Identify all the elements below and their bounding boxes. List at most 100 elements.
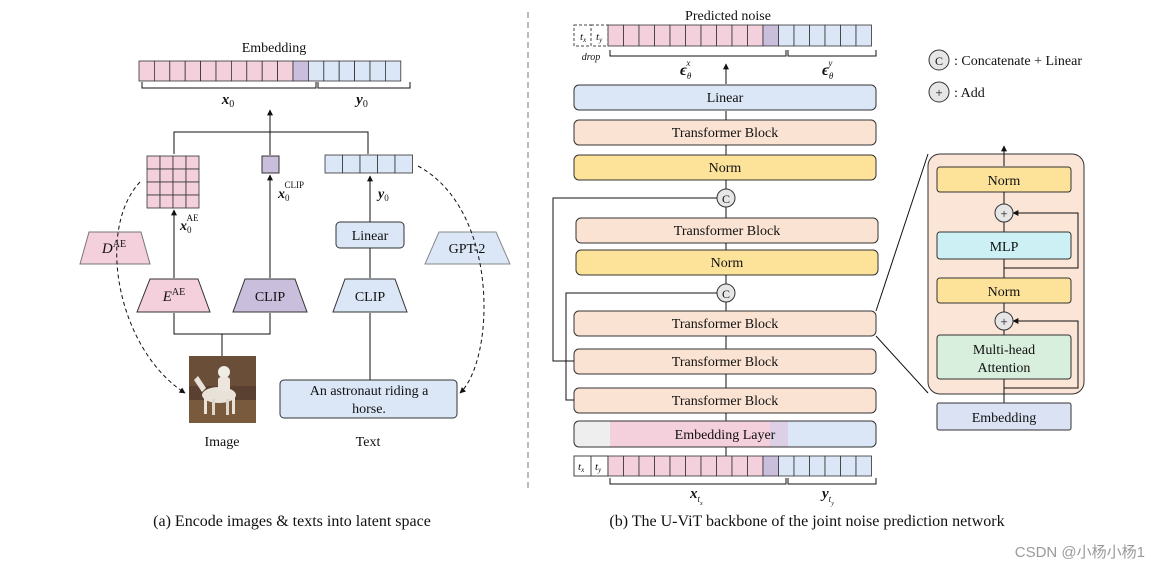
detail-add-node-1-label: + — [1000, 206, 1007, 221]
detail-mha-line-2: Attention — [978, 361, 1031, 376]
ae-grid-cell — [159, 181, 174, 196]
noise-token — [840, 24, 857, 47]
astronaut-horse-image — [189, 356, 256, 423]
embedding-token — [200, 60, 217, 82]
noise-token — [809, 24, 826, 47]
embedding-token — [138, 60, 155, 82]
legend-concat-icon — [928, 49, 950, 71]
noise-token — [669, 24, 686, 47]
embedding-layer-block — [573, 420, 877, 448]
image-to-encoders — [173, 313, 271, 335]
concat-node-2-label: C — [722, 287, 730, 301]
detail-mha-line-1: Multi-head — [973, 343, 1035, 358]
embedding-token — [277, 60, 294, 82]
norm-block-top-label: Norm — [709, 161, 742, 176]
input-token — [700, 455, 717, 477]
noise-token — [778, 24, 795, 47]
concat-node-1-label: C — [722, 192, 730, 206]
input-token — [638, 455, 655, 477]
embedding-token — [246, 60, 263, 82]
text-prompt-line-2: horse. — [352, 402, 386, 417]
linear-block — [573, 84, 877, 111]
detail-residual-1 — [1004, 210, 1079, 269]
noise-token — [747, 24, 764, 47]
clip-image-trapezoid — [232, 278, 308, 313]
transformer-block-low-label: Transformer Block — [672, 355, 778, 370]
linear-box — [335, 221, 405, 249]
panel-a: Embedding x0 y0 x0AE x0CLIP y0 Linear EA… — [79, 41, 511, 530]
embedding-token — [354, 60, 371, 82]
detail-residual-2 — [1004, 318, 1079, 389]
ae-grid-cell — [185, 181, 200, 196]
ae-grid-cell — [159, 155, 174, 170]
input-token — [762, 455, 779, 477]
embedding-token — [307, 60, 325, 82]
input-token — [840, 455, 857, 477]
panel-b: Predicted noise tx ty drop ϵθx ϵθy Linea… — [552, 9, 1085, 530]
transformer-detail-panel — [927, 153, 1085, 395]
watermark: CSDN @小杨小杨1 — [1015, 544, 1145, 561]
noise-token — [731, 24, 748, 47]
legend-add-icon — [928, 81, 950, 103]
transformer-block-mid — [575, 217, 879, 244]
tx-label-bottom: tx — [578, 461, 585, 474]
eps-x-label: ϵθx — [680, 58, 692, 81]
embedding-token — [323, 60, 340, 82]
x0-brace — [141, 82, 317, 89]
xt-label: xtx — [689, 486, 703, 507]
detail-norm-top-label: Norm — [988, 174, 1021, 189]
eps-y-brace — [787, 50, 877, 57]
embedding-token-row — [138, 60, 402, 82]
ae-grid-cell — [146, 194, 161, 209]
ae-grid-cell — [185, 168, 200, 183]
input-token — [669, 455, 686, 477]
ae-grid-cell — [172, 155, 187, 170]
noise-token — [716, 24, 733, 47]
input-token-row — [607, 455, 872, 477]
yt-brace — [787, 478, 877, 485]
tx-label-top: tx — [580, 31, 587, 44]
caption-a: (a) Encode images & texts into latent sp… — [153, 513, 431, 530]
noise-token — [855, 24, 872, 47]
ae-grid-cell — [146, 168, 161, 183]
embedding-token — [338, 60, 356, 82]
text-caption: Text — [356, 435, 381, 450]
ae-grid-cell — [159, 194, 174, 209]
decoder-ae-label: DAE — [101, 239, 126, 257]
ae-grid-cell — [146, 155, 161, 170]
input-token — [778, 455, 795, 477]
ae-grid-cell — [172, 194, 187, 209]
y0-token — [377, 154, 396, 174]
yt-label: yty — [820, 486, 834, 507]
ae-grid-cell — [172, 168, 187, 183]
transformer-block-skip — [573, 310, 877, 337]
detail-norm-bottom-label: Norm — [988, 285, 1021, 300]
xt-brace — [609, 478, 787, 485]
zoom-line-bottom — [875, 335, 929, 394]
y0-token — [324, 154, 343, 174]
x0-ae-label: x0AE — [179, 213, 199, 235]
ae-grid-cell — [146, 181, 161, 196]
short-skip-connection — [565, 292, 717, 401]
detail-add-node-2-label: + — [1000, 314, 1007, 329]
legend-concat-text: : Concatenate + Linear — [954, 54, 1082, 69]
noise-token — [685, 24, 702, 47]
noise-token — [762, 24, 779, 47]
clip-text-trapezoid — [332, 278, 408, 313]
linear-block-label: Linear — [707, 91, 744, 106]
input-token — [716, 455, 733, 477]
clip-text-label: CLIP — [355, 290, 386, 305]
input-token — [623, 455, 640, 477]
y0-label: y0 — [354, 92, 368, 110]
input-token — [607, 455, 624, 477]
transformer-block-top — [573, 119, 877, 146]
embedding-token — [169, 60, 186, 82]
eps-y-label: ϵθy — [822, 58, 834, 81]
text-prompt-line-1: An astronaut riding a — [310, 384, 429, 399]
norm-block-mid-label: Norm — [711, 256, 744, 271]
detail-mlp-label: MLP — [990, 240, 1019, 255]
zoom-line-top — [875, 153, 929, 312]
gpt2-dashed-arrow — [417, 165, 485, 394]
embedding-token — [153, 60, 171, 82]
